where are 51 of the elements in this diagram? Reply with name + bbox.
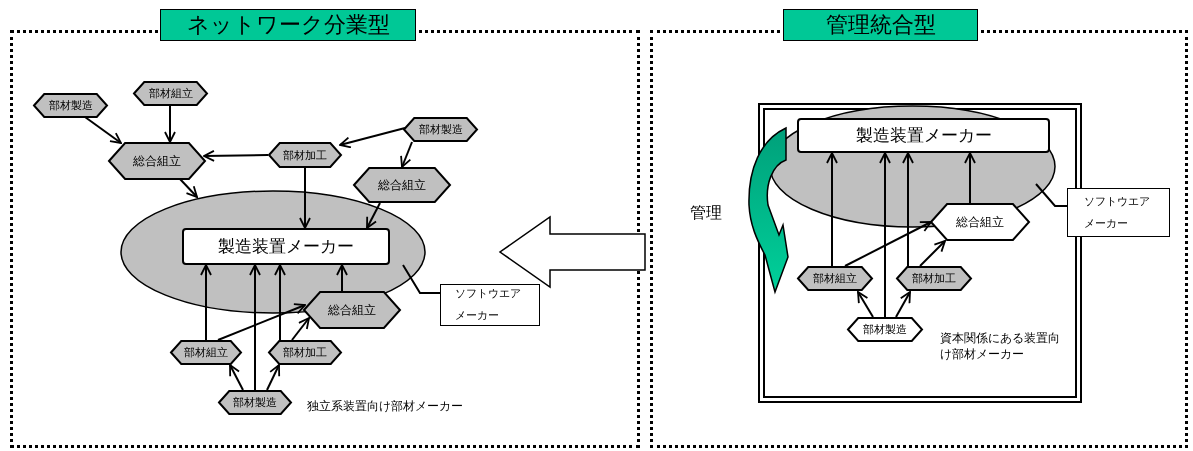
arrow bbox=[217, 303, 306, 341]
arrow bbox=[339, 127, 406, 149]
process-hexagon: 部材製造 bbox=[33, 93, 108, 118]
arrow bbox=[400, 141, 413, 168]
leader-line bbox=[402, 264, 441, 294]
note-box: ソフトウエアメーカー bbox=[1067, 188, 1170, 237]
arrow bbox=[200, 264, 212, 341]
process-hexagon: 総合組立 bbox=[108, 142, 206, 180]
note-text: 独立系装置向け部材メーカー bbox=[307, 398, 463, 415]
ellipse-area bbox=[769, 105, 1056, 228]
title-banner: 管理統合型 bbox=[783, 9, 978, 41]
arrow bbox=[249, 264, 261, 391]
arrow bbox=[964, 152, 976, 204]
arrow bbox=[366, 202, 381, 229]
maker-box: 製造装置メーカー bbox=[797, 118, 1050, 153]
arrow bbox=[895, 291, 911, 318]
note-text: 管理 bbox=[690, 203, 722, 224]
arrow bbox=[844, 221, 932, 267]
process-hexagon: 部材組立 bbox=[797, 266, 873, 291]
title-banner: ネットワーク分業型 bbox=[160, 9, 416, 41]
arrow bbox=[266, 364, 281, 391]
arrow bbox=[336, 264, 348, 292]
arrow bbox=[229, 364, 244, 391]
arrow bbox=[902, 152, 914, 267]
arrow bbox=[84, 116, 122, 144]
process-hexagon: 総合組立 bbox=[930, 203, 1030, 241]
arrow bbox=[879, 152, 891, 318]
process-hexagon: 総合組立 bbox=[303, 291, 401, 329]
arrow bbox=[857, 291, 874, 318]
process-hexagon: 部材加工 bbox=[896, 266, 972, 291]
arrow bbox=[291, 317, 310, 341]
process-hexagon: 部材製造 bbox=[847, 317, 923, 342]
arrow bbox=[203, 149, 269, 162]
process-hexagon: 総合組立 bbox=[353, 167, 451, 203]
arrow bbox=[919, 240, 946, 267]
arrow bbox=[164, 105, 176, 143]
arrow bbox=[274, 264, 286, 341]
arrow bbox=[826, 152, 838, 267]
process-hexagon: 部材製造 bbox=[218, 390, 292, 415]
process-hexagon: 部材組立 bbox=[170, 340, 242, 365]
process-hexagon: 部材製造 bbox=[403, 117, 478, 142]
process-hexagon: 部材加工 bbox=[268, 340, 342, 365]
process-hexagon: 部材組立 bbox=[133, 81, 208, 106]
note-box: ソフトウエアメーカー bbox=[440, 284, 540, 326]
caption-text: 資本関係にある装置向け部材メーカー bbox=[940, 330, 1061, 362]
leader-line bbox=[1035, 183, 1068, 207]
arrow bbox=[179, 178, 198, 198]
maker-box: 製造装置メーカー bbox=[182, 228, 390, 265]
process-hexagon: 部材加工 bbox=[268, 142, 342, 168]
arrow bbox=[299, 167, 311, 229]
block-arrow bbox=[498, 215, 646, 289]
